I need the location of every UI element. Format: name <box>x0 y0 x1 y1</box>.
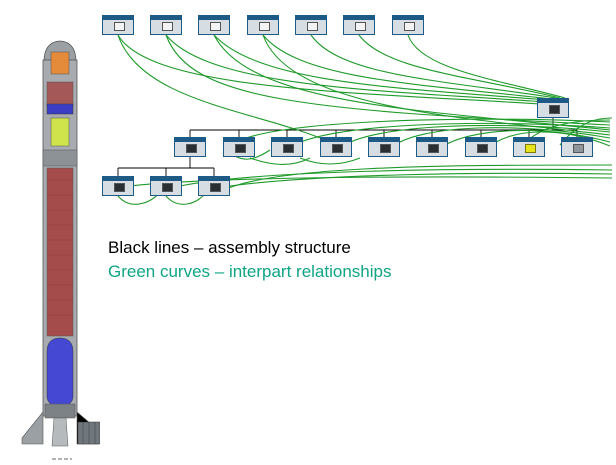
nozzle <box>51 417 69 447</box>
green-tank <box>50 117 70 147</box>
mid-row-node-6[interactable] <box>416 137 448 157</box>
upper-tank <box>46 81 74 107</box>
payload-orange <box>50 51 70 75</box>
root-assembly-node[interactable] <box>537 98 569 118</box>
part-thumbnail <box>114 183 125 192</box>
part-thumbnail <box>162 22 173 31</box>
part-thumbnail <box>355 22 366 31</box>
mid-row-node-5[interactable] <box>368 137 400 157</box>
part-thumbnail <box>404 22 415 31</box>
part-thumbnail <box>380 144 391 153</box>
legend-assembly-structure: Black lines – assembly structure <box>108 238 351 257</box>
part-thumbnail <box>283 144 294 153</box>
part-thumbnail <box>525 144 536 153</box>
mid-row-node-7[interactable] <box>465 137 497 157</box>
mid-row-node-4[interactable] <box>320 137 352 157</box>
bottom-row-node-1[interactable] <box>102 176 134 196</box>
part-thumbnail <box>549 105 560 114</box>
top-row-node-5[interactable] <box>295 15 327 35</box>
part-thumbnail <box>235 144 246 153</box>
top-row-node-1[interactable] <box>102 15 134 35</box>
top-row-node-4[interactable] <box>247 15 279 35</box>
mid-row-node-8[interactable] <box>513 137 545 157</box>
top-row-node-6[interactable] <box>343 15 375 35</box>
mid-row-node-9[interactable] <box>561 137 593 157</box>
mid-row-node-3[interactable] <box>271 137 303 157</box>
blue-band <box>46 103 74 115</box>
part-thumbnail <box>573 144 584 153</box>
mid-row-node-2[interactable] <box>223 137 255 157</box>
part-thumbnail <box>477 144 488 153</box>
part-thumbnail <box>210 22 221 31</box>
interstage <box>42 149 78 167</box>
part-thumbnail <box>186 144 197 153</box>
part-thumbnail <box>114 22 125 31</box>
top-row-node-7[interactable] <box>392 15 424 35</box>
mid-row-node-1[interactable] <box>174 137 206 157</box>
left-fin <box>21 411 44 445</box>
part-thumbnail <box>428 144 439 153</box>
part-thumbnail <box>259 22 270 31</box>
legend-interpart-relationships: Green curves – interpart relationships <box>108 262 392 281</box>
bottom-row-node-2[interactable] <box>150 176 182 196</box>
part-thumbnail <box>307 22 318 31</box>
main-tank <box>46 167 74 337</box>
part-thumbnail <box>210 183 221 192</box>
part-thumbnail <box>162 183 173 192</box>
rocket-model <box>21 40 100 460</box>
bottom-row-node-3[interactable] <box>198 176 230 196</box>
top-row-node-2[interactable] <box>150 15 182 35</box>
part-thumbnail <box>332 144 343 153</box>
top-row-node-3[interactable] <box>198 15 230 35</box>
interpart-relationship-curves <box>117 34 613 205</box>
